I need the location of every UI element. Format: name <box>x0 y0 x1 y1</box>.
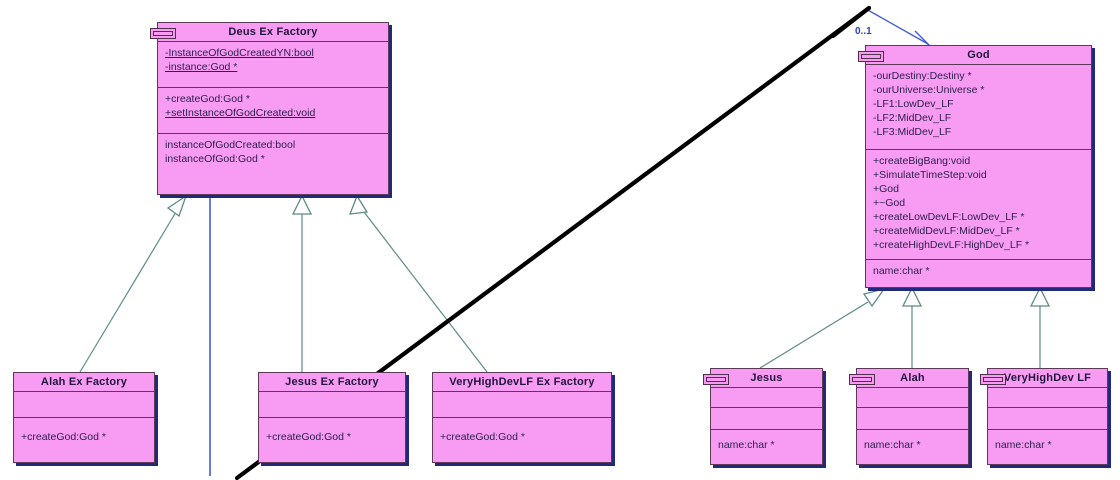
operation-item: +createGod:God * <box>21 431 106 443</box>
class-veryhighdev-lf[interactable]: VeryHighDev LF name:char * <box>980 368 1108 465</box>
operation-item: +createHighDevLF:HighDev_LF * <box>873 239 1030 251</box>
class-jesus[interactable]: Jesus name:char * <box>703 368 823 465</box>
class-alah[interactable]: Alah name:char * <box>849 368 969 465</box>
class-alah-ex-factory[interactable]: Alah Ex Factory +createGod:God * <box>13 372 155 463</box>
class-tab-icon <box>980 374 1006 385</box>
extra-item: instanceOfGod:God * <box>165 153 265 165</box>
attributes-compartment-veryhighdev-lf <box>988 387 1107 407</box>
extra-compartment-jesus: name:char * <box>711 429 822 465</box>
operation-item: +~God <box>873 197 906 209</box>
generalization-jesus-ex-factory-to-deus-ex-factory <box>291 194 313 372</box>
operation-item: +God <box>873 183 899 195</box>
generalization-veryhighdevlf-ex-factory-to-deus-ex-factory <box>349 194 488 373</box>
extra-item: name:char * <box>718 439 775 451</box>
operation-item: +createLowDevLF:LowDev_LF * <box>873 211 1025 223</box>
class-name-jesus-ex-factory: Jesus Ex Factory <box>285 376 379 388</box>
class-tab-icon <box>150 28 176 39</box>
attributes-compartment-jesus <box>711 387 822 407</box>
multiplicity-label-god: 0..1 <box>855 26 872 37</box>
class-god[interactable]: God -ourDestiny:Destiny * -ourUniverse:U… <box>858 45 1092 288</box>
generalization-alah-ex-factory-to-deus-ex-factory <box>79 194 188 373</box>
operation-item: +SimulateTimeStep:void <box>873 169 987 181</box>
class-deus-ex-factory[interactable]: Deus Ex Factory -InstanceOfGodCreatedYN:… <box>150 22 389 195</box>
extra-item: instanceOfGodCreated:bool <box>165 139 296 151</box>
attributes-compartment-alah <box>857 387 968 407</box>
attribute-item: -InstanceOfGodCreatedYN:bool <box>165 47 314 59</box>
operations-compartment-veryhighdevlf-ex-factory: +createGod:God * <box>433 417 611 461</box>
operations-compartment-jesus-ex-factory: +createGod:God * <box>259 417 405 461</box>
operation-item: +createGod:God * <box>165 93 250 105</box>
extra-compartment-deus-ex-factory: instanceOfGodCreated:bool instanceOfGod:… <box>158 133 388 177</box>
operation-item: +createMidDevLF:MidDev_LF * <box>873 225 1020 237</box>
class-veryhighdevlf-ex-factory[interactable]: VeryHighDevLF Ex Factory +createGod:God … <box>432 372 612 463</box>
class-name-god: God <box>967 49 990 61</box>
attributes-compartment-veryhighdevlf-ex-factory <box>433 391 611 417</box>
generalization-alah-to-god <box>901 286 923 368</box>
attribute-item: -LF2:MidDev_LF <box>873 112 952 124</box>
class-name-veryhighdev-lf: VeryHighDev LF <box>1003 372 1092 384</box>
extra-item: name:char * <box>995 439 1052 451</box>
attribute-item: -ourDestiny:Destiny * <box>873 70 972 82</box>
operations-compartment-alah-ex-factory: +createGod:God * <box>14 417 154 461</box>
attributes-compartment-jesus-ex-factory <box>259 391 405 417</box>
attribute-item: -ourUniverse:Universe * <box>873 84 985 96</box>
operations-compartment-veryhighdev-lf <box>988 407 1107 429</box>
class-tab-icon <box>703 374 729 385</box>
class-jesus-ex-factory[interactable]: Jesus Ex Factory +createGod:God * <box>258 372 406 463</box>
extra-compartment-god: name:char * <box>866 259 1091 288</box>
extra-compartment-alah: name:char * <box>857 429 968 465</box>
attribute-item: -instance:God * <box>165 61 238 73</box>
extra-compartment-veryhighdev-lf: name:char * <box>988 429 1107 465</box>
attributes-compartment-alah-ex-factory <box>14 391 154 417</box>
class-name-alah-ex-factory: Alah Ex Factory <box>40 376 128 388</box>
operation-item: +createGod:God * <box>266 431 351 443</box>
attributes-compartment-god: -ourDestiny:Destiny * -ourUniverse:Unive… <box>866 64 1091 149</box>
class-name-alah: Alah <box>900 372 925 384</box>
extra-item: name:char * <box>873 265 930 277</box>
generalization-jesus-to-god <box>759 287 886 369</box>
attributes-compartment-deus-ex-factory: -InstanceOfGodCreatedYN:bool -instance:G… <box>158 41 388 87</box>
operation-item: +setInstanceOfGodCreated:void <box>165 107 316 119</box>
class-tab-icon <box>858 51 884 62</box>
class-tab-icon <box>849 374 875 385</box>
operation-item: +createBigBang:void <box>873 155 971 167</box>
operation-item: +createGod:God * <box>440 431 525 443</box>
class-name-veryhighdevlf-ex-factory: VeryHighDevLF Ex Factory <box>449 376 595 388</box>
operations-compartment-deus-ex-factory: +createGod:God * +setInstanceOfGodCreate… <box>158 87 388 133</box>
attribute-item: -LF1:LowDev_LF <box>873 98 954 110</box>
operations-compartment-alah <box>857 407 968 429</box>
operations-compartment-jesus <box>711 407 822 429</box>
operations-compartment-god: +createBigBang:void +SimulateTimeStep:vo… <box>866 149 1091 259</box>
attribute-item: -LF3:MidDev_LF <box>873 126 952 138</box>
class-name-deus-ex-factory: Deus Ex Factory <box>228 26 318 38</box>
generalization-veryhighdev-lf-to-god <box>1029 286 1051 368</box>
extra-item: name:char * <box>864 439 921 451</box>
